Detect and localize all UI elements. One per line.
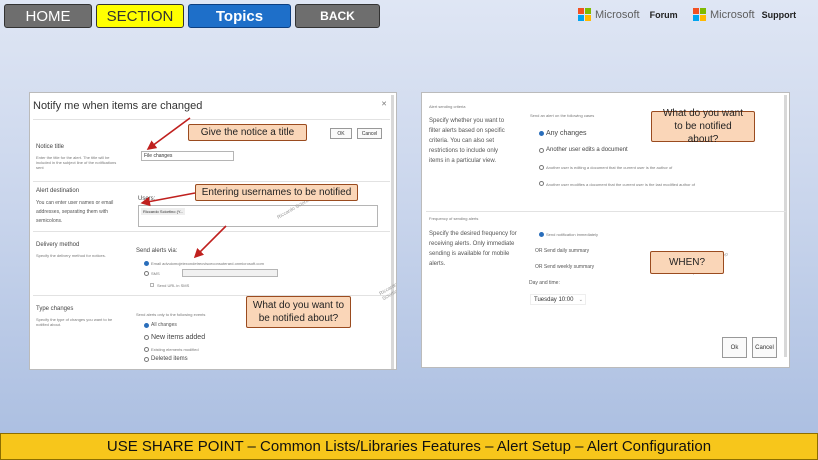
microsoft-logo-icon: [693, 8, 706, 21]
microsoft-support-logo[interactable]: Microsoft Support: [693, 8, 796, 21]
another-modifies-radio[interactable]: [539, 181, 544, 186]
microsoft-forum-logo[interactable]: Microsoft Forum: [578, 8, 678, 21]
home-button[interactable]: HOME: [4, 4, 92, 28]
type-changes-heading: Type changes: [36, 306, 74, 312]
ok-button[interactable]: OK: [330, 128, 352, 139]
when-callout: WHEN?: [650, 251, 724, 274]
day-time-value: Tuesday 10:00: [534, 297, 574, 303]
watermark: Riccardo Sciortino: [378, 281, 397, 303]
close-icon[interactable]: ✕: [381, 101, 387, 108]
sms-radio[interactable]: [144, 271, 149, 276]
all-changes-label: All changes: [151, 322, 177, 328]
notice-title-input[interactable]: File changes: [141, 151, 234, 161]
existing-modified-label: Existing elements modified: [151, 347, 199, 352]
sms-option-label: SMS: [151, 271, 160, 276]
frequency-desc: Specify the desired frequency for receiv…: [429, 231, 517, 267]
back-button[interactable]: BACK: [295, 4, 380, 28]
all-changes-radio[interactable]: [144, 323, 149, 328]
email-option-label: Email advuiomojeiexondetrecvisceconsuter…: [151, 261, 264, 266]
only-send-label: Send alerts only to the following events: [136, 312, 206, 317]
criteria-heading: Alert sending criteria: [429, 104, 466, 109]
send-url-label: Send URL in SMS: [157, 283, 190, 288]
another-edits-own-label: Another user is editing a document that …: [546, 165, 673, 170]
another-modifies-label: Another user modifies a document that th…: [546, 182, 695, 187]
send-url-checkbox[interactable]: [150, 283, 154, 287]
logo-brand: Microsoft: [710, 8, 755, 21]
another-edits-own-radio[interactable]: [539, 165, 544, 170]
scrollbar[interactable]: [391, 95, 394, 369]
chevron-down-icon: ⌄: [578, 297, 583, 303]
filter-desc: Specify whether you want to filter alert…: [429, 118, 505, 164]
topics-button[interactable]: Topics: [188, 4, 291, 28]
cancel-button[interactable]: Cancel: [357, 128, 382, 139]
scrollbar[interactable]: [784, 95, 787, 357]
logo-sub: Forum: [649, 9, 678, 20]
microsoft-logo-icon: [578, 8, 591, 21]
another-edits-radio[interactable]: [539, 148, 544, 153]
day-time-label: Day and time:: [529, 280, 560, 286]
notice-title-value: File changes: [144, 153, 173, 159]
deleted-items-radio[interactable]: [144, 357, 149, 362]
new-items-radio[interactable]: [144, 335, 149, 340]
immediately-label: Send notification immediately: [546, 232, 599, 237]
users-input[interactable]: Riccardo Sciortino (Y...: [138, 205, 378, 227]
existing-modified-radio[interactable]: [144, 347, 149, 352]
weekly-option[interactable]: OR Send weekly summary: [535, 264, 595, 270]
notice-title-desc: Enter the title for the alert. The title…: [36, 155, 117, 170]
daily-option[interactable]: OR Send daily summary: [535, 248, 590, 254]
email-radio[interactable]: [144, 261, 149, 266]
any-changes-radio[interactable]: [539, 131, 544, 136]
section-button[interactable]: SECTION: [96, 4, 184, 28]
dialog-title: Notify me when items are changed: [33, 100, 203, 112]
any-changes-label: Any changes: [546, 130, 587, 137]
delivery-method-desc: Specify the delivery method for notices.: [36, 253, 106, 258]
what-left-callout: What do you want to be notified about?: [246, 296, 351, 328]
frequency-heading: Frequency of sending alerts: [429, 216, 479, 221]
day-time-select[interactable]: Tuesday 10:00 ⌄: [530, 294, 586, 305]
delivery-method-heading: Delivery method: [36, 242, 80, 248]
usernames-callout: Entering usernames to be notified: [195, 184, 358, 201]
give-title-callout: Give the notice a title: [188, 124, 307, 141]
only-if-label: Send an alert on the following cases: [530, 113, 595, 118]
sms-number-input[interactable]: [182, 269, 278, 277]
what-right-callout: What do you want to be notified about?: [651, 108, 755, 145]
notice-title-heading: Notice title: [36, 144, 65, 150]
ok-button[interactable]: Ok: [722, 337, 747, 358]
type-changes-desc: Specify the type of changes you want to …: [36, 317, 113, 327]
logo-brand: Microsoft: [595, 8, 640, 21]
immediately-radio[interactable]: [539, 232, 544, 237]
send-via-label: Send alerts via:: [136, 248, 178, 254]
new-items-label: New items added: [151, 334, 206, 341]
logo-sub: Support: [761, 9, 797, 20]
alert-destination-desc: You can enter user names or email addres…: [36, 200, 114, 224]
another-edits-label: Another user edits a document: [546, 147, 628, 153]
users-label: Users:: [138, 196, 156, 202]
alert-destination-heading: Alert destination: [36, 188, 80, 194]
user-token[interactable]: Riccardo Sciortino (Y...: [141, 208, 186, 215]
footer-caption: USE SHARE POINT – Common Lists/Libraries…: [0, 433, 818, 460]
deleted-items-label: Deleted items: [151, 356, 188, 362]
cancel-button[interactable]: Cancel: [752, 337, 777, 358]
